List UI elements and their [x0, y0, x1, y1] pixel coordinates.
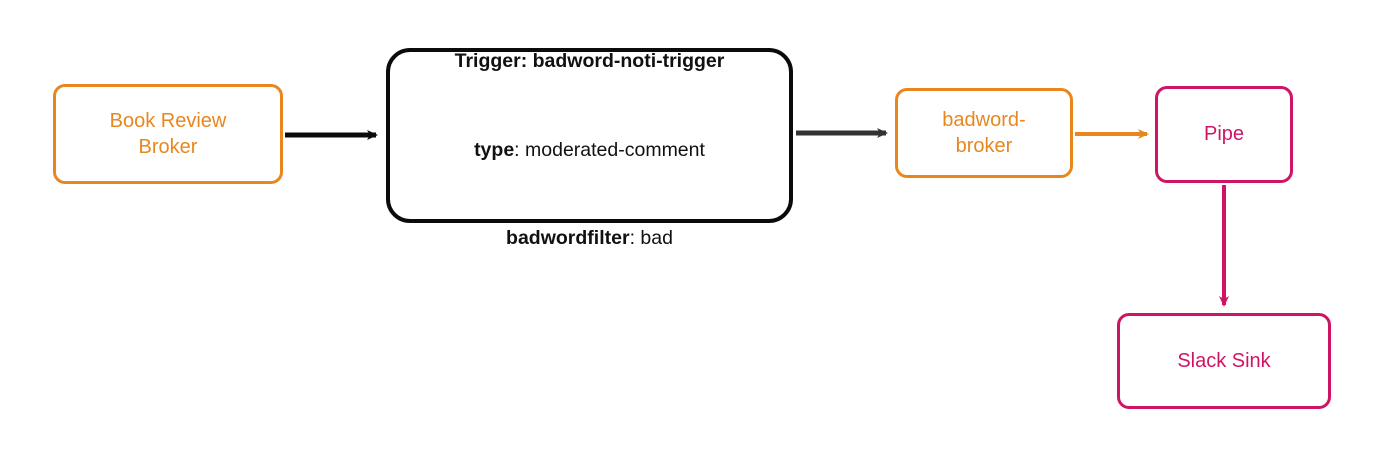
- node-trigger[interactable]: Trigger: badword-noti-trigger type: mode…: [386, 48, 793, 249]
- node-pipe-label: Pipe: [1203, 123, 1245, 146]
- trigger-line-1: Trigger: badword-noti-trigger: [455, 17, 725, 76]
- node-trigger-label: Trigger: badword-noti-trigger type: mode…: [455, 0, 725, 284]
- node-book-review-broker-label: Book Review Broker: [109, 109, 227, 158]
- trigger-line-3-key: badwordfilter: [506, 227, 630, 250]
- trigger-line-3-value: : bad: [629, 227, 673, 250]
- node-badword-broker[interactable]: badword- broker: [895, 88, 1073, 178]
- node-slack-sink[interactable]: Slack Sink: [1117, 313, 1331, 409]
- trigger-line-3: badwordfilter: bad: [455, 195, 725, 254]
- node-badword-broker-label: badword- broker: [942, 108, 1026, 157]
- trigger-line-2: type: moderated-comment: [455, 106, 725, 165]
- trigger-line-2-key: type: [474, 138, 515, 161]
- trigger-line-2-value: : moderated-comment: [514, 138, 705, 161]
- node-slack-sink-label: Slack Sink: [1177, 349, 1271, 372]
- node-book-review-broker[interactable]: Book Review Broker: [53, 84, 283, 184]
- trigger-line-1-key: Trigger: badword-noti-trigger: [454, 49, 725, 72]
- node-pipe[interactable]: Pipe: [1155, 86, 1293, 183]
